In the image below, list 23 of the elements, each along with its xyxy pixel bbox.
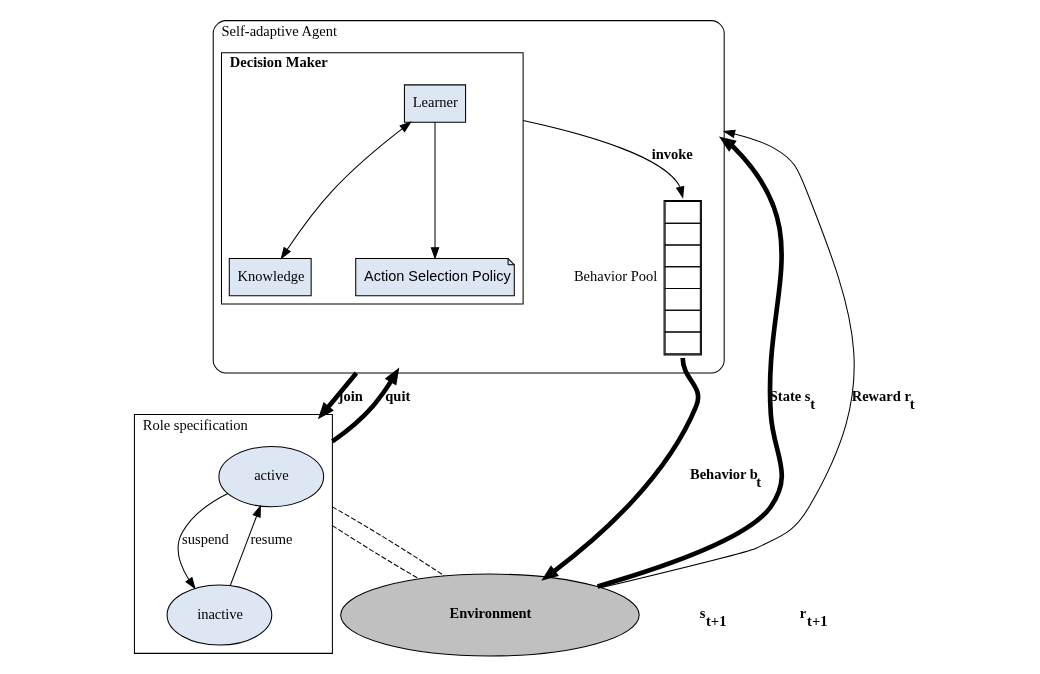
arrow [229,504,261,586]
arrow [317,371,359,420]
edge-label: quit [385,388,411,405]
edge-label: join [338,388,363,405]
arrow [331,367,400,444]
edge-label: invoke [651,145,693,162]
arrow [280,121,412,260]
node-box: Learner [403,84,467,123]
arrow [177,492,229,590]
edge-label: suspend [182,531,229,548]
arrow [430,121,440,260]
node-ellipse: active [218,446,325,508]
arrow [522,119,685,199]
node-ellipse: Environment [340,573,640,657]
node-box: Knowledge [228,257,312,297]
node-label: Behavior Pool [573,268,658,285]
edge-label: resume [250,531,293,548]
connector [331,525,420,580]
connector [331,506,445,577]
node-ellipse: inactive [166,584,273,646]
arrow [596,136,784,589]
arrow [600,129,855,589]
arrow [541,357,701,581]
